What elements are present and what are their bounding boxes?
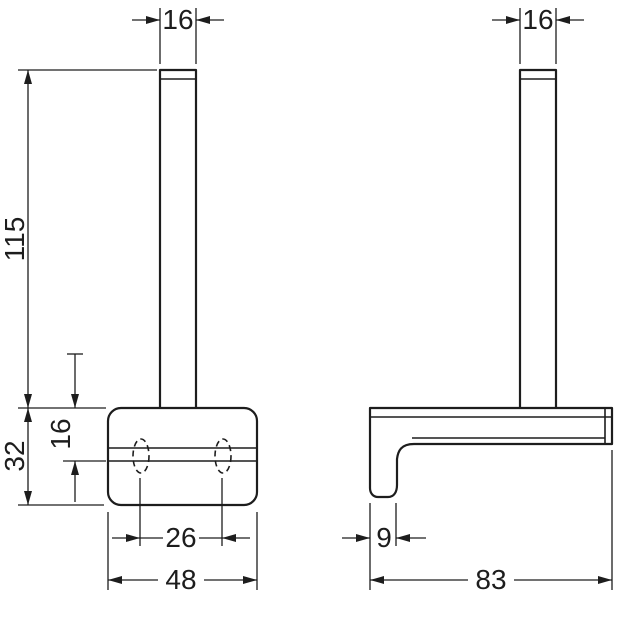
front-left-pin-hidden (132, 438, 150, 474)
front-body-outline (106, 406, 259, 507)
side-body-outline (368, 406, 614, 499)
arrowhead (196, 16, 210, 24)
front-view: 16 115 32 16 (0, 4, 259, 595)
dim-label-front-bar-height: 115 (0, 217, 30, 262)
dim-front-bar-width: 16 (132, 4, 224, 64)
dim-side-bar-width: 16 (492, 4, 584, 64)
arrowhead (370, 576, 384, 584)
arrowhead (146, 16, 160, 24)
dim-side-hook-depth: 9 (342, 503, 426, 590)
dim-label-side-body-depth: 83 (475, 564, 506, 595)
arrowhead (24, 70, 32, 84)
side-bar-outline (518, 68, 558, 408)
arrowhead (126, 534, 140, 542)
dim-side-body-depth: 83 (370, 450, 613, 595)
arrowhead (71, 394, 79, 408)
arrowhead (222, 534, 236, 542)
arrowhead (506, 16, 520, 24)
dim-front-body-width: 48 (107, 512, 258, 595)
dim-label-front-body-width: 48 (165, 564, 196, 595)
front-bar-outline (158, 68, 198, 408)
arrowhead (396, 534, 410, 542)
arrowhead (24, 408, 32, 422)
dim-label-front-body-height: 32 (0, 440, 30, 471)
dim-front-pin-spacing: 26 (112, 478, 250, 553)
dim-label-front-bar-width: 16 (162, 4, 193, 35)
arrowhead (598, 576, 612, 584)
arrowhead (356, 534, 370, 542)
dim-front-body-height: 32 (0, 408, 104, 506)
side-view: 16 9 83 (342, 4, 614, 595)
dim-label-side-hook-depth: 9 (376, 522, 392, 553)
dim-front-bar-height: 115 (0, 69, 157, 409)
arrowhead (108, 576, 122, 584)
dim-label-front-pin-spacing: 26 (165, 522, 196, 553)
arrowhead (243, 576, 257, 584)
arrowhead (24, 491, 32, 505)
dim-front-roll-offset: 16 (45, 353, 106, 502)
arrowhead (556, 16, 570, 24)
arrowhead (24, 394, 32, 408)
arrowhead (71, 461, 79, 475)
dim-label-side-bar-width: 16 (522, 4, 553, 35)
dim-label-front-roll-offset: 16 (45, 418, 76, 449)
front-right-pin-hidden (214, 438, 232, 474)
